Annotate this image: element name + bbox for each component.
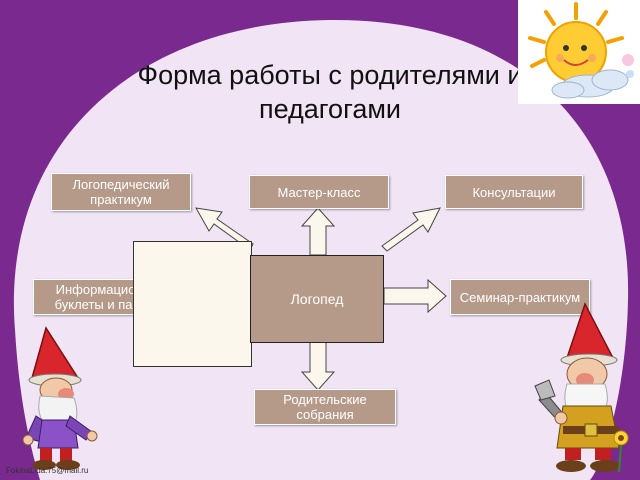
node-master-class: Мастер-класс (249, 175, 389, 209)
sun-with-cloud-icon (518, 0, 640, 104)
slide-title: Форма работы с родителями и педагогами (137, 60, 523, 124)
node-consultations: Консультации (445, 175, 583, 209)
node-seminar: Семинар-практикум (450, 279, 590, 315)
node-meetings: Родительские собрания (254, 389, 396, 425)
gnome-character-right-with-tool (534, 302, 629, 473)
watermark-email: FokinaLida.75@mail.ru (6, 466, 89, 475)
gnome-character-left (22, 326, 98, 470)
node-practicum: Логопедический практикум (51, 173, 191, 211)
node-center: Логопед (250, 255, 384, 343)
overlay-rectangle (133, 241, 252, 367)
